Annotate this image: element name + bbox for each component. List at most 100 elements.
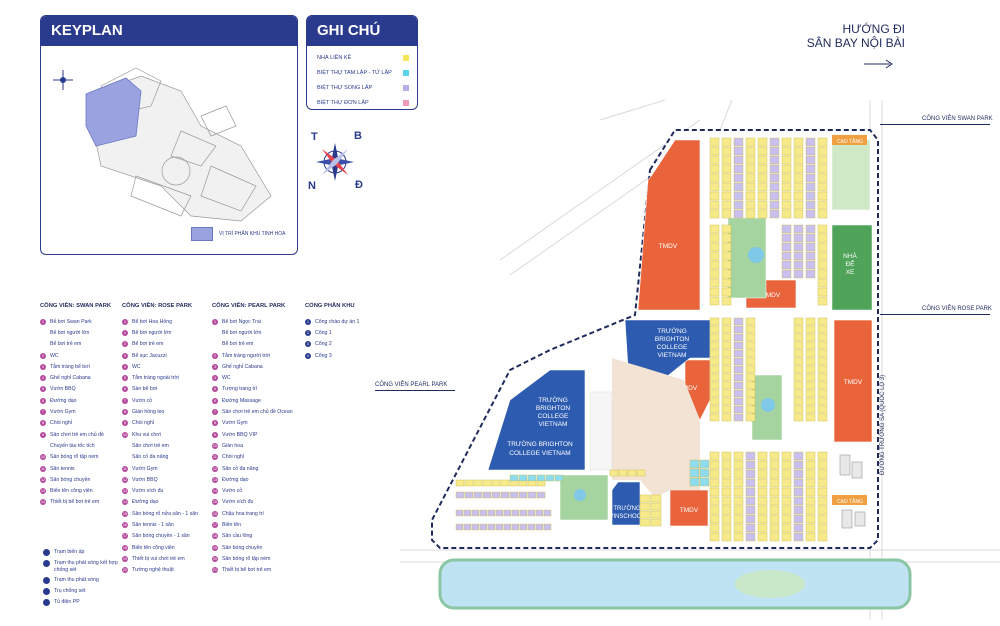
svg-text:COLLEGE VIETNAM: COLLEGE VIETNAM: [509, 450, 570, 457]
housing-lot: [650, 518, 662, 527]
housing-lot: [733, 137, 744, 147]
housing-lot: [745, 341, 756, 350]
notes-title: GHI CHÚ: [307, 16, 417, 46]
housing-lot: [709, 389, 720, 398]
svg-text:VIETNAM: VIETNAM: [658, 352, 687, 359]
housing-lot: [817, 209, 828, 219]
housing-lot: [709, 505, 720, 515]
housing-lot: [463, 509, 472, 517]
housing-lot: [733, 155, 744, 165]
housing-lot: [709, 200, 720, 210]
housing-lot: [817, 146, 828, 156]
housing-lot: [757, 209, 768, 219]
amenity-number-badge: 6: [122, 386, 128, 393]
housing-lot: [733, 487, 744, 497]
park-pool-2: [761, 398, 775, 412]
housing-lot: [805, 397, 816, 406]
housing-lot: [817, 137, 828, 147]
housing-lot: [709, 532, 720, 542]
amenity-column-title: CỔNG PHÂN KHU: [305, 303, 355, 309]
housing-rows: [455, 137, 828, 542]
amenity-number-badge: 11: [212, 454, 218, 461]
housing-lot: [793, 349, 804, 358]
housing-lot: [543, 523, 552, 531]
keyplan-highlight-zone: [85, 77, 142, 147]
housing-lot: [817, 349, 828, 358]
housing-lot: [745, 173, 756, 183]
housing-lot: [721, 413, 732, 422]
note-row: BIỆT THỰ SONG LẬP: [307, 80, 417, 95]
housing-lot: [519, 509, 528, 517]
housing-lot: [709, 182, 720, 192]
housing-lot: [479, 523, 488, 531]
amenity-label: Vườn xích đu: [132, 488, 164, 495]
compass-letter-t: T: [311, 131, 318, 143]
housing-lot: [817, 164, 828, 174]
housing-lot: [455, 479, 465, 487]
housing-lot: [733, 164, 744, 174]
housing-lot: [793, 487, 804, 497]
housing-lot: [487, 523, 496, 531]
housing-lot: [793, 224, 804, 234]
housing-lot: [757, 137, 768, 147]
housing-lot: [527, 509, 536, 517]
housing-lot: [793, 532, 804, 542]
keyplan-legend: VỊ TRÍ PHÂN KHU TINH HOA: [191, 227, 286, 241]
housing-lot: [721, 373, 732, 382]
housing-lot: [745, 373, 756, 382]
housing-lot: [709, 287, 720, 297]
housing-lot: [781, 469, 792, 479]
housing-lot: [721, 191, 732, 201]
amenity-number-badge: 1: [122, 329, 128, 336]
amenity-number-badge: 5: [40, 386, 46, 393]
housing-lot: [519, 523, 528, 531]
amenity-column-title: CÔNG VIÊN: PEARL PARK: [212, 303, 286, 309]
amenity-label: Sân chơi trẻ em chủ đề: [50, 431, 104, 438]
housing-lot: [733, 451, 744, 461]
housing-lot: [699, 477, 710, 487]
note-label: BIỆT THỰ ĐƠN LẬP: [317, 99, 369, 106]
housing-lot: [793, 496, 804, 506]
housing-lot: [817, 487, 828, 497]
amenity-number-badge: 4: [40, 375, 46, 382]
school-brighton-label-1: TRƯỜNG BRIGHTON COLLEGE VIETNAM: [655, 326, 689, 359]
amenity-number-badge: 18: [122, 544, 128, 551]
housing-lot: [745, 365, 756, 374]
amenity-number-badge: 2: [122, 341, 128, 348]
housing-lot: [793, 451, 804, 461]
housing-lot: [781, 532, 792, 542]
infrastructure-item: Tủ điện PP: [43, 599, 133, 606]
housing-lot: [455, 509, 464, 517]
amenity-label: Bể bơi người lớn: [222, 329, 262, 336]
amenity-number-badge: 12: [212, 465, 218, 472]
housing-lot: [733, 381, 744, 390]
housing-lot: [745, 317, 756, 326]
housing-lot: [699, 459, 710, 469]
tmdv-blocks: [637, 139, 873, 527]
housing-lot: [709, 397, 720, 406]
housing-lot: [769, 200, 780, 210]
amenity-number-badge: 20: [212, 555, 218, 562]
note-label: NHÀ LIỀN KỀ: [317, 54, 352, 61]
housing-lot: [817, 242, 828, 252]
amenity-number-badge: 6: [212, 397, 218, 404]
amenity-label: Bể bơi Ngọc Trai: [222, 318, 261, 325]
svg-text:TRƯỜNG: TRƯỜNG: [657, 326, 687, 335]
housing-lot: [817, 278, 828, 288]
central-zone-2: [589, 391, 613, 471]
housing-lot: [757, 182, 768, 192]
housing-lot: [745, 469, 756, 479]
housing-lot: [721, 233, 732, 243]
